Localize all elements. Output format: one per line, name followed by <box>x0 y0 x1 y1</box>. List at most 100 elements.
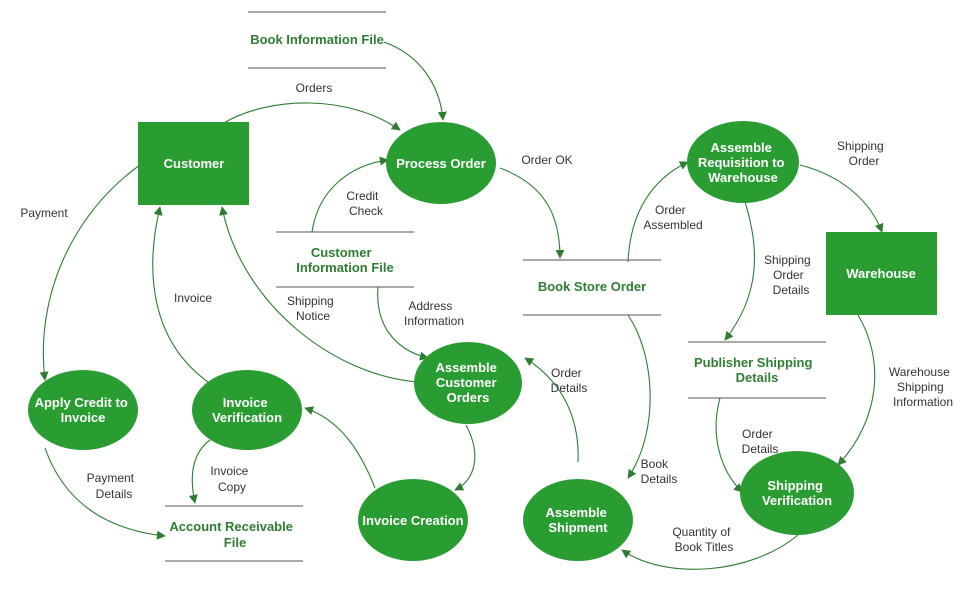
publisher-shipping-details-line2: Details <box>736 370 779 385</box>
invoice-copy-line1: Invoice <box>210 464 248 478</box>
svg-text:Assemble Shipment: Assemble Shipment <box>545 505 610 535</box>
flow-label-payment: Payment <box>20 206 68 220</box>
warehouse-shipping-info-line1: Warehouse <box>889 365 950 379</box>
credit-check-line1: Credit <box>346 189 379 203</box>
assemble-requisition-line2: Requisition to <box>698 155 785 170</box>
shipping-order-details-line2: Order <box>773 268 804 282</box>
shipping-verification-line1: Shipping <box>767 478 823 493</box>
warehouse-box <box>826 232 937 315</box>
process-assemble-requisition: Assemble Requisition to Warehouse <box>687 121 799 203</box>
shipping-verification-ellipse <box>740 451 854 535</box>
edge-book-info-to-process-order <box>383 41 447 121</box>
edge-payment-details <box>44 447 166 540</box>
order-ok-line1: Order OK <box>521 153 572 167</box>
book-details-line2: Details <box>641 472 678 486</box>
order-details-left-line2: Details <box>551 381 588 395</box>
order-details-right-line2: Details <box>742 442 779 456</box>
shipping-order-details-line1: Shipping <box>764 253 811 267</box>
account-receivable-file-line1: Account Receivable <box>169 519 293 534</box>
edge-assemble-customer-to-invoice-creation <box>454 424 476 491</box>
svg-text:Account Receivable File: Account Receivable File <box>169 519 296 550</box>
book-information-file-label: Book Information File <box>250 32 384 47</box>
process-order-label: Process Order <box>396 156 486 171</box>
store-book-store-order: Book Store Order <box>523 259 661 316</box>
customer-information-file-line2: Information File <box>296 260 394 275</box>
book-store-order-label: Book Store Order <box>538 279 646 294</box>
apply-credit-line1: Apply Credit to <box>35 395 128 410</box>
entity-warehouse: Warehouse <box>826 232 937 315</box>
edges <box>39 41 884 570</box>
edge-shipping-order-details <box>724 201 756 341</box>
assemble-customer-orders-ellipse <box>414 342 522 424</box>
shipping-notice-line1: Shipping <box>287 294 334 308</box>
shipping-verification-line2: Verification <box>762 493 832 508</box>
assemble-requisition-line1: Assemble <box>710 140 771 155</box>
payment-details-line1: Payment <box>87 471 135 485</box>
order-details-right-line1: Order <box>742 427 773 441</box>
flow-label-order-assembled: Order Assembled <box>643 203 702 232</box>
flow-labels: Orders Order OK Credit Check Shipping Or… <box>20 81 953 554</box>
payment-line1: Payment <box>20 206 68 220</box>
edge-orders <box>221 102 401 131</box>
edge-order-details-left <box>524 357 579 463</box>
svg-text:Customer Information Fil: Customer Information File <box>296 245 394 275</box>
invoice-line1: Invoice <box>174 291 212 305</box>
account-receivable-file-line2: File <box>224 535 246 550</box>
payment-details-line2: Details <box>96 487 133 501</box>
warehouse-shipping-info-line2: Shipping <box>897 380 944 394</box>
publisher-shipping-details-line1: Publisher Shipping <box>694 355 813 370</box>
process-apply-credit: Apply Credit to Invoice <box>28 370 138 450</box>
flow-label-order-details-right: Order Details <box>742 427 779 456</box>
flow-label-order-details-left: Order Details <box>551 366 588 395</box>
store-customer-information-file: Customer Information File <box>276 231 414 288</box>
assemble-shipment-line2: Shipment <box>548 520 608 535</box>
assemble-shipment-line1: Assemble <box>545 505 606 520</box>
orders-line1: Orders <box>296 81 333 95</box>
edge-order-details-right <box>715 397 743 493</box>
edge-invoice-creation-to-verification <box>304 406 376 489</box>
warehouse-shipping-info-line3: Information <box>893 395 953 409</box>
svg-text:Assemble Customer: Assemble Customer Orders <box>435 360 500 405</box>
customer-information-file-line1: Customer <box>311 245 372 260</box>
address-information-line1: Address <box>408 299 452 313</box>
quantity-of-book-titles-line1: Quantity of <box>672 525 731 539</box>
edge-invoice-copy <box>188 439 211 504</box>
shipping-notice-line2: Notice <box>296 309 330 323</box>
svg-text:Book Store Order: Book Store Order <box>538 279 646 294</box>
flow-label-book-details: Book Details <box>641 457 678 486</box>
svg-text:Publisher Shipping Detai: Publisher Shipping Details <box>694 355 816 385</box>
store-account-receivable-file: Account Receivable File <box>165 505 303 562</box>
shipping-order-line2: Order <box>849 154 880 168</box>
process-assemble-customer-orders: Assemble Customer Orders <box>414 342 522 424</box>
process-invoice-creation: Invoice Creation <box>358 479 468 561</box>
flow-label-shipping-notice: Shipping Notice <box>287 294 337 323</box>
edge-order-ok <box>499 167 565 259</box>
flow-label-shipping-order: Shipping Order <box>837 139 887 168</box>
assemble-requisition-line3: Warehouse <box>708 170 778 185</box>
customer-label: Customer <box>164 156 225 171</box>
edge-payment <box>39 164 141 381</box>
shipping-order-details-line3: Details <box>773 283 810 297</box>
edge-order-assembled <box>627 161 689 263</box>
store-book-information-file: Book Information File <box>248 11 386 69</box>
assemble-customer-orders-line2: Customer <box>436 375 497 390</box>
svg-text:Process Order: Process Order <box>396 156 486 171</box>
process-shipping-verification: Shipping Verification <box>740 451 854 535</box>
flow-label-order-ok: Order OK <box>521 153 572 167</box>
invoice-creation-label: Invoice Creation <box>362 513 463 528</box>
assemble-requisition-ellipse <box>687 121 799 203</box>
apply-credit-line2: Invoice <box>61 410 106 425</box>
process-order-ellipse <box>386 122 496 204</box>
process-invoice-verification: Invoice Verification <box>192 370 302 450</box>
flow-label-quantity-of-book-titles: Quantity of Book Titles <box>672 525 733 554</box>
svg-text:Customer: Customer <box>164 156 225 171</box>
invoice-verification-ellipse <box>192 370 302 450</box>
entity-customer: Customer <box>138 122 249 205</box>
process-assemble-shipment: Assemble Shipment <box>523 479 633 561</box>
edge-address-information <box>377 286 429 361</box>
flow-label-shipping-order-details: Shipping Order Details <box>764 253 814 297</box>
edge-credit-check <box>311 156 389 233</box>
edge-shipping-notice <box>219 206 419 383</box>
